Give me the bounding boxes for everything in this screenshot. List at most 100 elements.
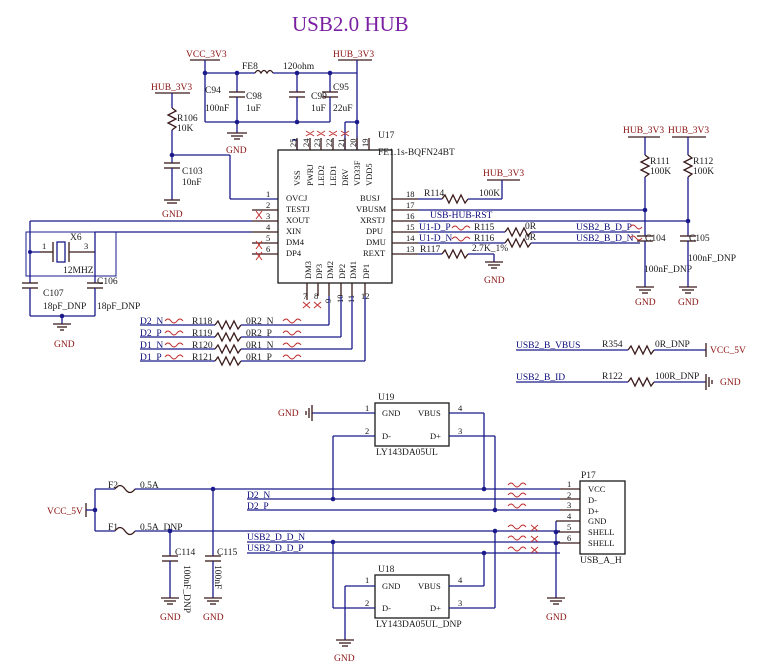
c107-value: 18pF_DNP bbox=[43, 302, 86, 312]
svg-text:24: 24 bbox=[301, 138, 311, 147]
u19-part: LY143DA05UL bbox=[376, 448, 438, 458]
x6-value: 12MHZ bbox=[63, 266, 94, 276]
u17-top-pins: 25 24 23 22 21 20 19 VSS PWRJ LED2 LED1 … bbox=[288, 130, 374, 186]
r114-resistor-symbol bbox=[441, 193, 469, 205]
r354-value: 0R_DNP bbox=[655, 340, 690, 350]
r117-value: 2.7K_1% bbox=[472, 244, 508, 254]
d1-p-left-label: D1_P bbox=[140, 353, 162, 363]
r118-value: 0R2_N bbox=[246, 317, 274, 327]
downstream-resistors: D2_N D2_P D1_N D1_P R118 R119 R120 R121 … bbox=[140, 296, 366, 367]
hub-3v3-r112-label: HUB_3V3 bbox=[668, 126, 709, 136]
svg-text:10: 10 bbox=[335, 295, 345, 304]
d2-p-left-label: D2_P bbox=[140, 329, 162, 339]
u17-part: FE1.1s-BQFN24BT bbox=[378, 148, 455, 158]
svg-text:VDD5: VDD5 bbox=[364, 163, 374, 186]
r114-value: 100K bbox=[479, 189, 500, 199]
svg-text:GND: GND bbox=[382, 581, 400, 591]
usb-hub-rst-label: USB-HUB-RST bbox=[430, 211, 492, 221]
svg-text:4: 4 bbox=[567, 511, 572, 521]
r112-ref: R112 bbox=[693, 157, 713, 167]
hub-3v3-left-label: HUB_3V3 bbox=[151, 83, 192, 93]
gnd-label-c115: GND bbox=[203, 613, 224, 623]
f1-value: 0.5A_DNP bbox=[140, 523, 183, 533]
nc-marker-pin6 bbox=[255, 251, 263, 261]
usb2-b-id-label: USB2_B_ID bbox=[516, 373, 565, 383]
svg-text:VBUS: VBUS bbox=[418, 408, 441, 418]
svg-text:LED1: LED1 bbox=[328, 165, 338, 186]
connector-wiring: F2 0.5A VCC_5V F1 0.5A_DNP D2_N D2_P USB… bbox=[47, 481, 560, 623]
svg-text:7: 7 bbox=[303, 291, 307, 301]
hub-3v3-top-label: HUB_3V3 bbox=[333, 50, 374, 60]
r106-value: 10K bbox=[177, 124, 194, 134]
usb2-d-dn-label: USB2_D_D_N bbox=[247, 533, 305, 543]
c114-ref: C114 bbox=[175, 548, 195, 558]
svg-text:6: 6 bbox=[567, 533, 571, 543]
c103-value: 10nF bbox=[182, 178, 202, 188]
nc-markers-top bbox=[305, 130, 350, 137]
svg-text:2: 2 bbox=[567, 490, 571, 500]
esd-chip-u19: U19 GND VBUS D- D+ 1 2 3 4 LY143DA05UL G… bbox=[278, 393, 496, 510]
svg-text:XIN: XIN bbox=[286, 226, 301, 236]
svg-text:DP3: DP3 bbox=[314, 264, 324, 279]
f1-ref: F1 bbox=[108, 523, 118, 533]
svg-text:1: 1 bbox=[365, 403, 369, 413]
r111-ref: R111 bbox=[650, 157, 670, 167]
r116-resistor-symbol bbox=[504, 237, 532, 249]
svg-text:5: 5 bbox=[567, 522, 571, 532]
f2-ref: F2 bbox=[108, 481, 118, 491]
usb2-b-dn-label: USB2_B_D_N bbox=[576, 234, 634, 244]
svg-text:SHELL: SHELL bbox=[588, 527, 614, 537]
u1-dp-label: U1-D_P bbox=[419, 223, 451, 233]
svg-text:18: 18 bbox=[406, 189, 415, 199]
p17-ref: P17 bbox=[581, 471, 596, 481]
c103-ref: C103 bbox=[182, 167, 203, 177]
crystal-section: X6 1 3 12MHZ C107 18pF_DNP C106 18pF_DNP… bbox=[22, 220, 252, 350]
u17-right-pins: BUSJ VBUSM XRSTJ DPU DMU REXT 18 17 16 1… bbox=[356, 189, 415, 258]
svg-text:15: 15 bbox=[406, 222, 415, 232]
svg-text:D+: D+ bbox=[430, 603, 441, 613]
r119-ref: R119 bbox=[192, 329, 212, 339]
svg-text:4: 4 bbox=[266, 222, 271, 232]
r115-value: 0R bbox=[525, 222, 537, 232]
r117-resistor-symbol bbox=[441, 248, 469, 260]
svg-text:25: 25 bbox=[288, 139, 298, 148]
gnd-label-c114: GND bbox=[160, 613, 181, 623]
r354-ref: R354 bbox=[602, 340, 623, 350]
svg-text:D+: D+ bbox=[588, 506, 599, 516]
svg-text:DM4: DM4 bbox=[286, 237, 305, 247]
svg-text:SHELL: SHELL bbox=[588, 538, 614, 548]
svg-text:DM1: DM1 bbox=[348, 261, 358, 279]
svg-text:VCC: VCC bbox=[588, 484, 606, 494]
svg-text:REXT: REXT bbox=[363, 248, 386, 258]
u19-ref: U19 bbox=[378, 393, 395, 403]
r120-ref: R120 bbox=[192, 341, 213, 351]
esd-chip-u18: U18 GND VBUS D- D+ 1 2 3 4 LY143DA05UL_D… bbox=[332, 531, 496, 664]
svg-text:21: 21 bbox=[336, 139, 346, 148]
f2-fuse-symbol bbox=[114, 484, 136, 494]
c105-value: 100nF_DNP bbox=[688, 254, 736, 264]
svg-text:4: 4 bbox=[458, 403, 463, 413]
svg-text:22: 22 bbox=[324, 139, 334, 148]
hub-3v3-r114-label: HUB_3V3 bbox=[483, 169, 524, 179]
vcc-3v3-label: VCC_3V3 bbox=[186, 50, 227, 60]
svg-text:3: 3 bbox=[84, 241, 88, 251]
gnd-label-u19: GND bbox=[278, 409, 299, 419]
svg-text:6: 6 bbox=[266, 244, 270, 254]
nc-marker-pin2 bbox=[255, 210, 263, 220]
d1-n-left-label: D1_N bbox=[140, 341, 163, 351]
reset-rc-section: HUB_3V3 R106 10K C103 10nF GND bbox=[151, 83, 278, 220]
svg-text:TESTJ: TESTJ bbox=[286, 204, 310, 214]
svg-text:D-: D- bbox=[382, 603, 391, 613]
fe8-ref: FE8 bbox=[242, 62, 258, 72]
r117-ref: R117 bbox=[420, 245, 440, 255]
c104-value: 100nF_DNP bbox=[644, 265, 692, 275]
svg-text:14: 14 bbox=[406, 233, 415, 243]
svg-text:DM2: DM2 bbox=[325, 261, 335, 279]
svg-text:1: 1 bbox=[42, 241, 46, 251]
c94-ref: C94 bbox=[205, 86, 221, 96]
svg-text:DRV: DRV bbox=[340, 168, 350, 186]
c106-ref: C106 bbox=[97, 277, 118, 287]
gnd-label-c104: GND bbox=[635, 298, 656, 308]
fe8-ferrite-symbol bbox=[254, 69, 274, 75]
d2-n-right-label: D2_N bbox=[247, 491, 270, 501]
